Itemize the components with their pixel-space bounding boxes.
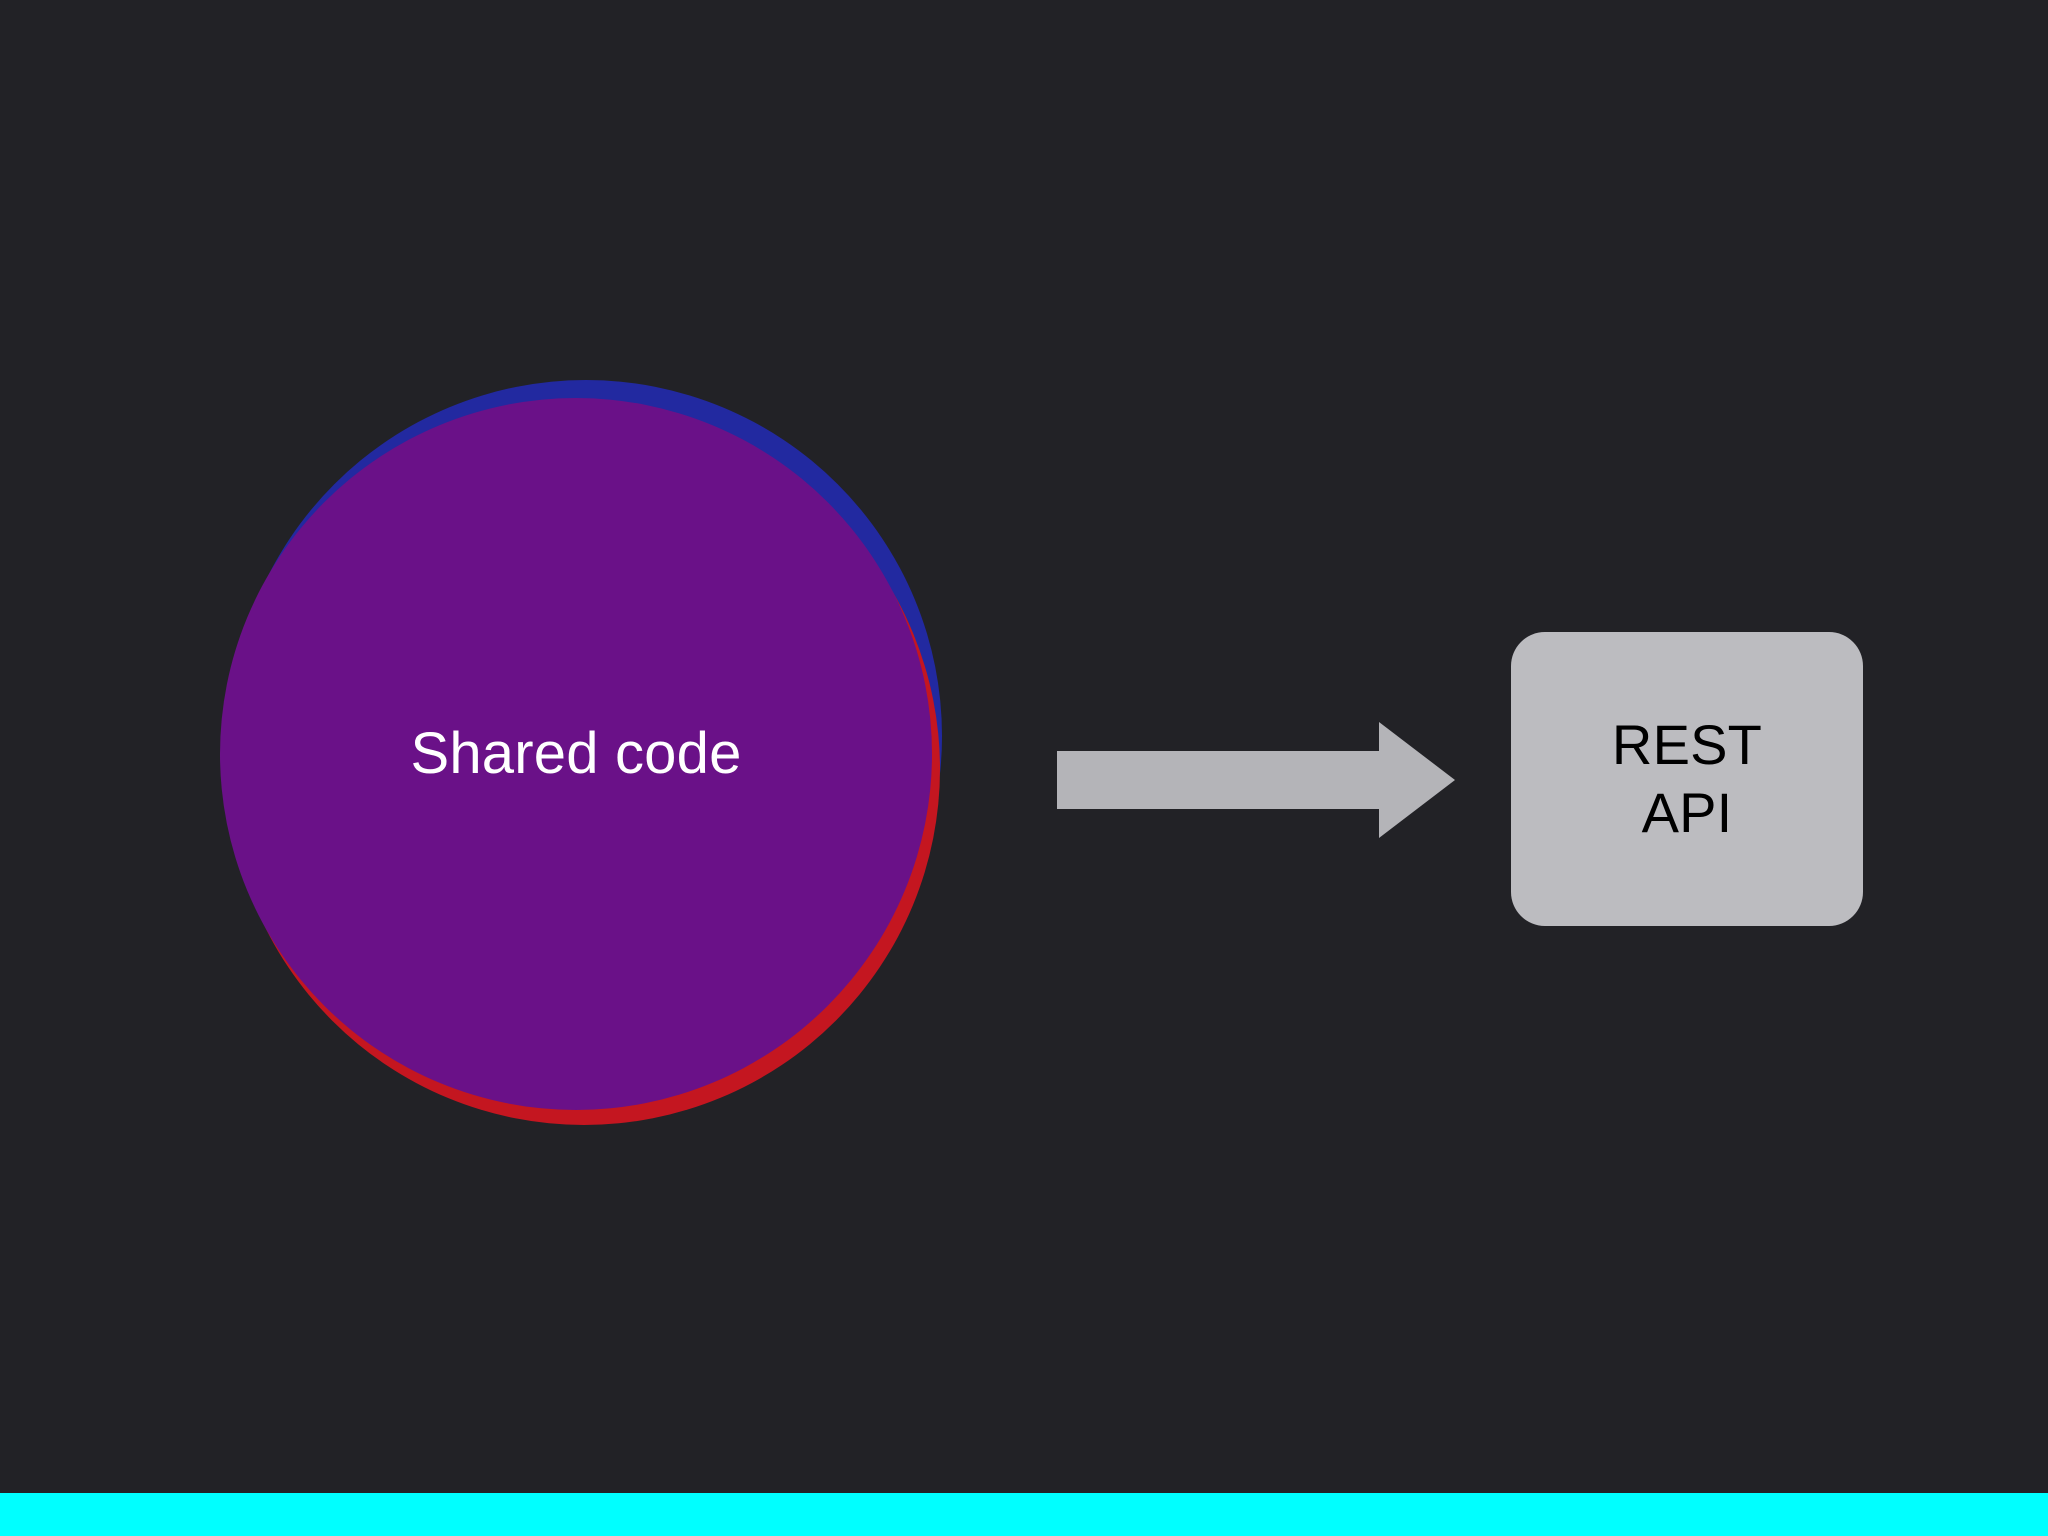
bottom-accent-bar (0, 1493, 2048, 1536)
rest-api-node[interactable]: REST API (1511, 632, 1863, 926)
shared-code-node[interactable]: Shared code (212, 380, 952, 1125)
purple-circle-layer (220, 398, 932, 1110)
flow-arrow-right (1057, 722, 1455, 838)
rest-api-label: REST API (1611, 712, 1763, 844)
arrow-right-icon (1057, 722, 1455, 838)
